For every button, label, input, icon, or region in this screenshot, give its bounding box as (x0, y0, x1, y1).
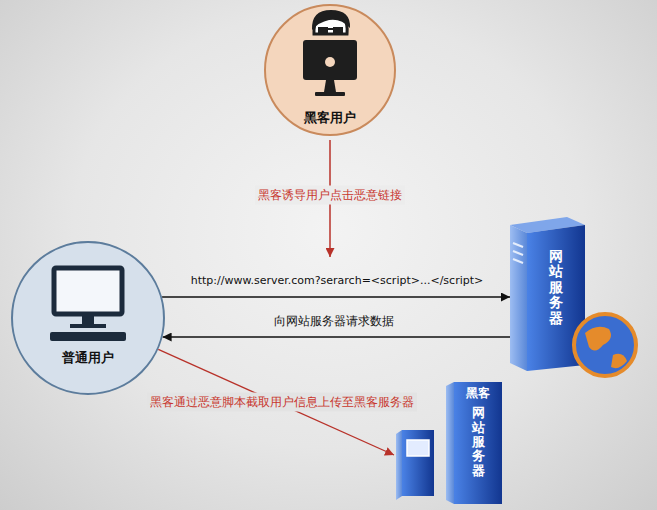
hacker-server: 黑客网站服务器 (396, 378, 506, 504)
node-label: 普通用户 (10, 350, 166, 366)
node-shape (396, 378, 506, 504)
node-label: 黑客用户 (263, 110, 397, 126)
normal-user-circle: 普通用户 (10, 240, 166, 396)
flow-arrow (163, 336, 510, 337)
edge-label: 黑客通过恶意脚本截取用户信息上传至黑客服务器 (147, 393, 417, 412)
flow-arrow (162, 296, 510, 297)
node-label: 网站服务器 (549, 249, 563, 326)
lure-arrow (329, 140, 331, 257)
node-label: 网站服务器 (472, 406, 485, 477)
flow-arrow (158, 349, 394, 455)
node-shape (505, 205, 645, 380)
edge-label: 向网站服务器请求数据 (271, 312, 397, 331)
node-label: 黑客 (466, 386, 490, 400)
hacker-user-circle: 黑客用户 (263, 0, 397, 140)
node-shape (10, 240, 166, 396)
annotation-label: 黑客诱导用户点击恶意链接 (255, 186, 405, 205)
node-shape (263, 0, 397, 140)
web-server: 网站服务器 (505, 205, 645, 380)
edge-label: http://www.server.com?serarch=<script>..… (188, 273, 486, 288)
